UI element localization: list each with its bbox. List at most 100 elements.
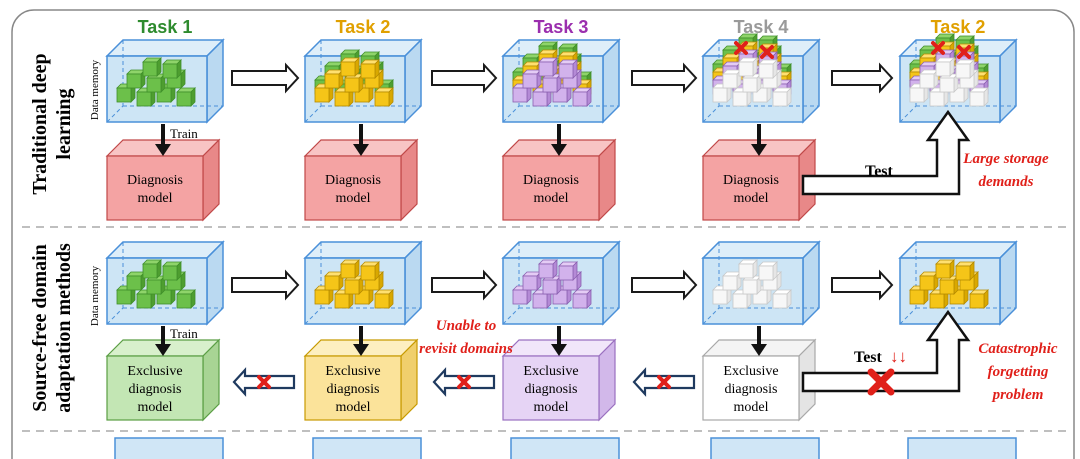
memory-hidden-edge (899, 105, 917, 123)
row1-flow-arrow-3 (631, 62, 698, 94)
white-data-cube (935, 57, 955, 77)
row2-test-label: Test (854, 349, 883, 366)
memory-top-face (501, 241, 621, 259)
yellow-data-cube (360, 261, 380, 281)
model-label-line: Diagnosis (523, 173, 579, 188)
row2-train-arrow-4 (751, 326, 767, 356)
row1-memory-box-3 (501, 38, 621, 124)
model-front-face (702, 155, 800, 221)
row3-memory-box-edge-3 (510, 437, 620, 459)
purple-data-cube (538, 259, 558, 279)
row2-memory-box-5 (898, 240, 1018, 326)
purple-data-cube (522, 69, 542, 89)
row1-test-label: Test (865, 163, 894, 180)
row2-note-line3: problem (991, 387, 1044, 403)
arrow-head (155, 144, 171, 156)
row2-memory-box-2 (303, 240, 423, 326)
white-data-cube (758, 59, 778, 79)
row1-train-arrow-3 (551, 124, 567, 156)
model-label-line: model (734, 400, 769, 415)
yellow-data-cube (374, 87, 394, 107)
arrow-head (353, 344, 369, 356)
model-label-line: Exclusive (723, 364, 778, 379)
row1-diagnosis-model-2: Diagnosis model (303, 138, 419, 222)
model-front-face (702, 355, 800, 421)
row1-memory-box-2 (303, 38, 423, 124)
purple-data-cube (572, 289, 592, 309)
model-label-line: model (534, 400, 569, 415)
model-label-line: model (336, 400, 371, 415)
model-label-line: diagnosis (129, 382, 182, 397)
x-stroke (867, 368, 895, 396)
model-label-line: diagnosis (327, 382, 380, 397)
row1-flow-arrow-2 (431, 62, 498, 94)
test-fail-x-icon (867, 368, 895, 396)
row2-title-line2: adaptation methods (53, 243, 75, 413)
white-data-cube (939, 73, 959, 93)
row1-memory-label: Data memory (89, 59, 101, 120)
green-data-cube (142, 57, 162, 77)
model-label-line: diagnosis (525, 382, 578, 397)
revisit-note-line1: Unable to (436, 318, 496, 334)
arrow-head (551, 344, 567, 356)
yellow-data-cube (340, 259, 360, 279)
model-label-line: model (138, 400, 173, 415)
row1-memory-box-5 (898, 33, 1018, 124)
row2-note-line1: Catastrophic (978, 341, 1058, 357)
row1-flow-arrow-1 (231, 62, 300, 94)
task-header-2: Task 2 (336, 17, 391, 37)
model-label-line: model (534, 191, 569, 206)
white-data-cube (722, 69, 742, 89)
model-label-line: Diagnosis (325, 173, 381, 188)
memory-hidden-edge (702, 307, 720, 325)
row2-memory-box-4 (701, 240, 821, 326)
arrow-head (155, 344, 171, 356)
row1-train-arrow-4 (751, 124, 767, 156)
model-label-line: Exclusive (127, 364, 182, 379)
arrow-head (353, 144, 369, 156)
model-front-face (502, 155, 600, 221)
model-front-face (106, 355, 204, 421)
row2-memory-box-3 (501, 240, 621, 326)
row2-title-line1: Source-free domain (29, 244, 51, 412)
yellow-data-cube (360, 59, 380, 79)
model-boxes: DiagnosismodelDiagnosismodelDiagnosismod… (105, 138, 817, 422)
yellow-data-cube (919, 271, 939, 291)
row2-flow-arrow-2 (431, 269, 498, 301)
yellow-data-cube (935, 259, 955, 279)
memory-hidden-edge (502, 105, 520, 123)
row1-note-line2: demands (978, 174, 1033, 190)
green-data-cube (126, 69, 146, 89)
memory-hidden-edge (304, 105, 322, 123)
row2-memory-label: Data memory (89, 265, 101, 326)
purple-data-cube (522, 271, 542, 291)
row1-test-arrow (801, 109, 971, 196)
white-data-cube (758, 261, 778, 281)
green-data-cube (176, 87, 196, 107)
memory-top-face (898, 241, 1018, 259)
row1-title-line2: learning (53, 88, 75, 159)
yellow-data-cube (324, 271, 344, 291)
task-header-5: Task 2 (931, 17, 986, 37)
model-front-face (304, 355, 402, 421)
yellow-data-cube (939, 275, 959, 295)
row1-train-label: Train (170, 126, 198, 141)
memory-top-face (105, 39, 225, 57)
green-data-cube (142, 259, 162, 279)
white-data-cube (955, 59, 975, 79)
white-data-cube (742, 275, 762, 295)
green-data-cube (176, 289, 196, 309)
row2-train-label: Train (170, 326, 198, 341)
row1-flow-arrow-4 (831, 62, 894, 94)
arrow-head (551, 144, 567, 156)
green-data-cube (162, 261, 182, 281)
purple-data-cube (542, 73, 562, 93)
memory-top-face (105, 241, 225, 259)
model-label-line: model (336, 191, 371, 206)
memory-hidden-edge (502, 307, 520, 325)
